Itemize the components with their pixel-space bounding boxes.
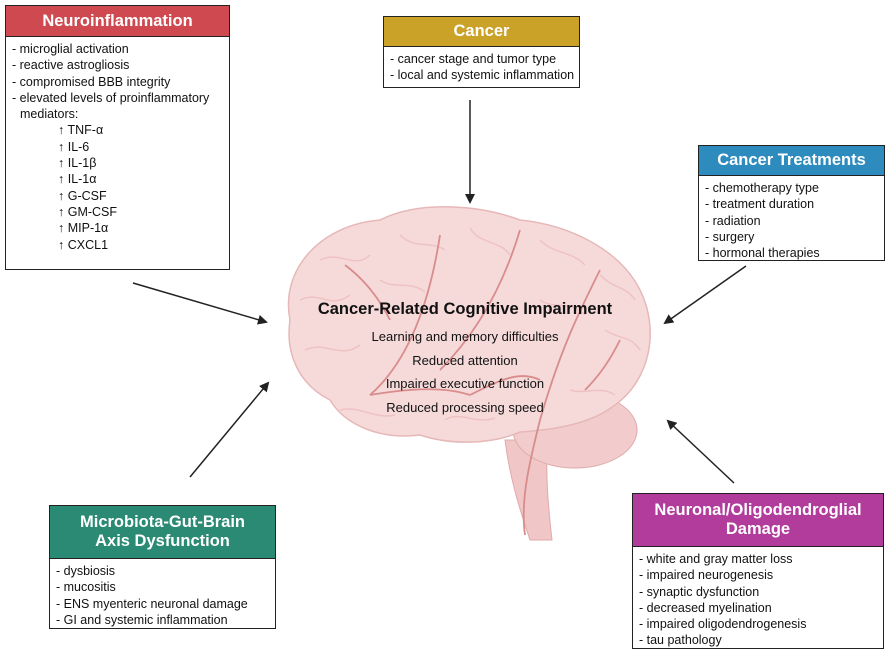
- mediator-item: ↑ MIP-1α: [58, 221, 109, 236]
- list-item: - synaptic dysfunction: [639, 584, 760, 599]
- list-item: - impaired neurogenesis: [639, 568, 774, 583]
- mediator-item: ↑ IL-1β: [58, 156, 97, 171]
- mgb-list: - dysbiosis - mucositis - ENS myenteric …: [50, 559, 275, 632]
- mediator-item: ↑ CXCL1: [58, 237, 109, 252]
- list-item: - elevated levels of proinflammatory: [12, 90, 210, 105]
- list-item: mediators:: [20, 107, 79, 122]
- neuronal-box: - white and gray matter loss - impaired …: [632, 546, 884, 649]
- neuronal-title-line1: Neuronal/Oligodendroglial: [654, 501, 862, 520]
- neuroinflammation-list: - microglial activation - reactive astro…: [6, 37, 229, 257]
- neuroinflammation-box: - microglial activation - reactive astro…: [5, 36, 230, 270]
- list-item: - surgery: [705, 229, 755, 244]
- list-item: - reactive astrogliosis: [12, 58, 130, 73]
- list-item: - local and systemic inflammation: [390, 68, 575, 83]
- mediator-item: ↑ TNF-α: [58, 123, 104, 138]
- center-text: Cancer-Related Cognitive Impairment Lear…: [300, 300, 630, 419]
- mgb-title-line2: Axis Dysfunction: [95, 532, 230, 550]
- mgb-header: Microbiota-Gut-Brain Axis Dysfunction: [49, 505, 276, 559]
- center-title: Cancer-Related Cognitive Impairment: [317, 300, 613, 318]
- list-item: - hormonal therapies: [705, 246, 820, 261]
- list-item: - microglial activation: [12, 42, 129, 56]
- cancer-box: - cancer stage and tumor type - local an…: [383, 46, 580, 88]
- mediator-item: ↑ GM-CSF: [58, 204, 118, 219]
- list-item: - mucositis: [56, 580, 116, 595]
- mediator-item: ↑ G-CSF: [58, 188, 107, 203]
- brain-illustration: [287, 206, 651, 541]
- list-item: - compromised BBB integrity: [12, 74, 171, 89]
- list-item: - cancer stage and tumor type: [390, 52, 557, 66]
- center-line: Reduced attention: [412, 352, 518, 368]
- neuronal-header: Neuronal/Oligodendroglial Damage: [632, 493, 884, 547]
- mgb-title-line1: Microbiota-Gut-Brain: [80, 513, 245, 532]
- list-item: - dysbiosis: [56, 564, 116, 578]
- neuronal-title-line2: Damage: [725, 520, 791, 538]
- arrow-neuroinflammation: [132, 282, 268, 325]
- list-item: - radiation: [705, 213, 761, 228]
- neuroinflammation-header: Neuroinflammation: [5, 5, 230, 37]
- center-line: Reduced processing speed: [386, 399, 544, 415]
- list-item: - treatment duration: [705, 197, 815, 212]
- arrow-mgb: [189, 381, 270, 478]
- mediator-item: ↑ IL-6: [58, 139, 90, 154]
- list-item: - GI and systemic inflammation: [56, 612, 228, 627]
- arrow-treatments: [663, 265, 747, 325]
- treatments-header: Cancer Treatments: [698, 145, 885, 176]
- neuroinflammation-title: Neuroinflammation: [42, 11, 193, 30]
- treatments-title: Cancer Treatments: [717, 151, 866, 170]
- cancer-title: Cancer: [453, 22, 510, 41]
- list-item: - ENS myenteric neuronal damage: [56, 596, 248, 611]
- list-item: - tau pathology: [639, 633, 722, 648]
- list-item: - decreased myelination: [639, 600, 772, 615]
- list-item: - impaired oligodendrogenesis: [639, 617, 807, 632]
- neuronal-list: - white and gray matter loss - impaired …: [633, 547, 883, 653]
- cancer-header: Cancer: [383, 16, 580, 47]
- list-item: - white and gray matter loss: [639, 552, 793, 566]
- cancer-list: - cancer stage and tumor type - local an…: [384, 47, 579, 88]
- mgb-box: - dysbiosis - mucositis - ENS myenteric …: [49, 558, 276, 629]
- arrow-neuronal: [666, 419, 735, 484]
- treatments-list: - chemotherapy type - treatment duration…: [699, 176, 884, 265]
- list-item: - chemotherapy type: [705, 181, 819, 195]
- mediator-item: ↑ IL-1α: [58, 172, 97, 187]
- center-line: Learning and memory difficulties: [371, 329, 559, 344]
- treatments-box: - chemotherapy type - treatment duration…: [698, 175, 885, 261]
- center-line: Impaired executive function: [385, 376, 545, 391]
